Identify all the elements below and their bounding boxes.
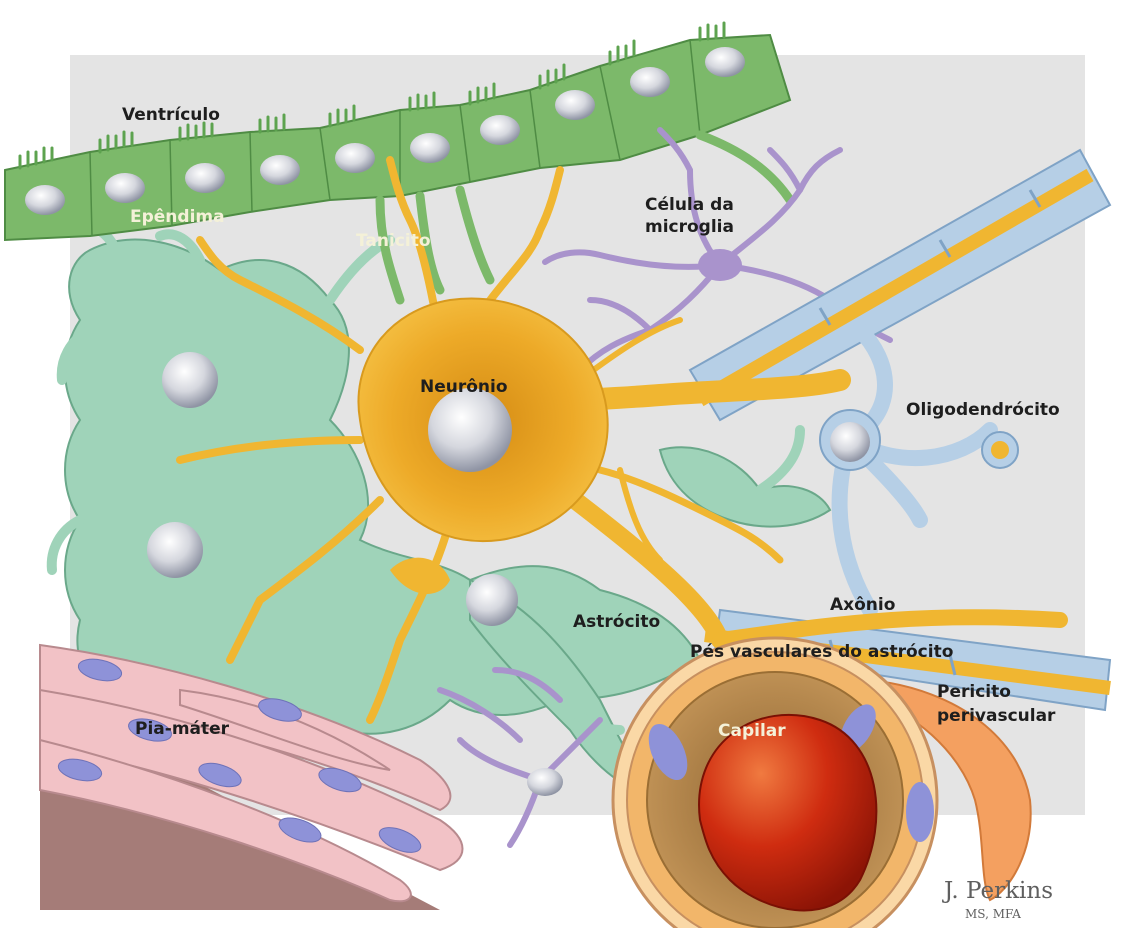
label-microglia-line2: microglia [645, 217, 734, 237]
label-oligodendrocyte: Oligodendrócito [906, 400, 1060, 420]
label-astrocyte-feet: Pés vasculares do astrócito [690, 642, 953, 662]
artist-signature: J. Perkins MS, MFA [942, 878, 1053, 921]
label-astrocyte: Astrócito [573, 612, 660, 632]
label-ventricle: Ventrículo [122, 105, 220, 125]
label-pericyte-line1: Pericito [937, 682, 1011, 702]
label-capillary: Capilar [718, 721, 786, 741]
signature-name: J. Perkins [942, 878, 1053, 904]
label-pericyte-line2: perivascular [937, 706, 1056, 726]
label-ependyma: Epêndima [130, 207, 225, 227]
signature-credentials: MS, MFA [965, 907, 1021, 921]
label-neuron: Neurônio [420, 377, 508, 397]
label-tanycyte: Tanicito [356, 231, 431, 251]
microglia-nucleus [527, 768, 563, 796]
label-pia-mater: Pia-máter [135, 719, 230, 739]
neuron-nucleus [428, 388, 512, 472]
label-microglia-line1: Célula da [645, 195, 734, 215]
microglia-body [698, 249, 742, 281]
label-axon: Axônio [830, 595, 895, 615]
